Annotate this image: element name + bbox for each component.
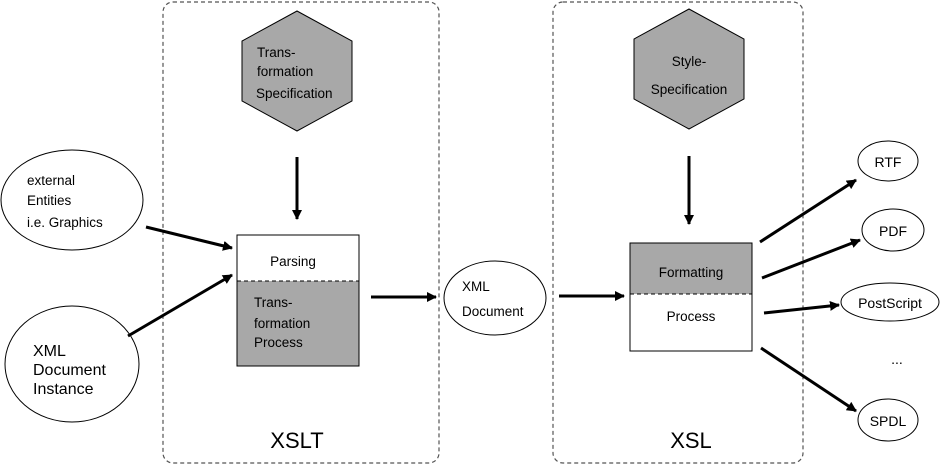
- transformation-spec-line-3: Specification: [256, 86, 333, 101]
- style-spec-line-2: Specification: [651, 82, 728, 97]
- transformation-spec-hexagon: [241, 10, 353, 132]
- xslt-label: XSLT: [270, 428, 323, 453]
- xml-document-line-1: XML: [462, 279, 490, 294]
- postscript-ellipse: [840, 282, 940, 322]
- postscript-label: PostScript: [858, 295, 922, 311]
- arrow-formatting-to-pdf: [761, 238, 861, 280]
- formatting-fill: [630, 243, 752, 294]
- external-entities-line-2: Entities: [27, 193, 72, 208]
- pdf-label: PDF: [879, 223, 907, 239]
- spdl-ellipse: [857, 398, 919, 442]
- xml-document-ellipse: [443, 260, 547, 336]
- xml-instance-line-3: Instance: [33, 381, 94, 398]
- external-entities-line-3: i.e. Graphics: [27, 215, 103, 230]
- xsl-frame: [552, 1, 804, 464]
- spdl-label: SPDL: [870, 413, 907, 429]
- transformation-spec-line-1: Trans-: [257, 45, 296, 60]
- more-outputs-ellipsis: ...: [891, 351, 903, 367]
- arrow-formatting-to-rtf: [759, 178, 857, 244]
- external-entities-line-1: external: [27, 173, 75, 188]
- xml-instance-line-2: Document: [33, 362, 106, 379]
- external-entities-ellipse: [0, 149, 144, 251]
- process-label: Process: [667, 309, 716, 324]
- transformation-process-line-1: Trans-: [254, 295, 293, 310]
- xml-instance-line-1: XML: [33, 343, 66, 360]
- transformation-process-line-2: formation: [254, 316, 310, 331]
- formatting-box: [629, 242, 753, 352]
- arrow-formatting-to-postscript: [763, 300, 840, 315]
- style-spec-hexagon: [633, 8, 745, 130]
- rtf-label: RTF: [875, 154, 902, 170]
- transformation-process-fill: [237, 281, 359, 366]
- arrow-formatting-to-spdl: [760, 346, 857, 413]
- xsl-label: XSL: [670, 428, 712, 453]
- style-spec-line-1: Style-: [672, 54, 707, 69]
- arrow-external-entities-to-parsing: [145, 225, 233, 251]
- formatting-label: Formatting: [659, 265, 724, 280]
- xml-instance-ellipse: [4, 305, 140, 423]
- parsing-label: Parsing: [270, 254, 316, 269]
- pdf-ellipse: [861, 208, 925, 252]
- transformation-process-line-3: Process: [254, 335, 303, 350]
- transformation-spec-line-2: formation: [257, 64, 313, 79]
- arrows: [127, 156, 861, 413]
- arrow-xml-instance-to-parsing: [127, 273, 233, 338]
- xml-document-line-2: Document: [462, 304, 524, 319]
- rtf-ellipse: [857, 140, 919, 182]
- parsing-box: [236, 234, 360, 367]
